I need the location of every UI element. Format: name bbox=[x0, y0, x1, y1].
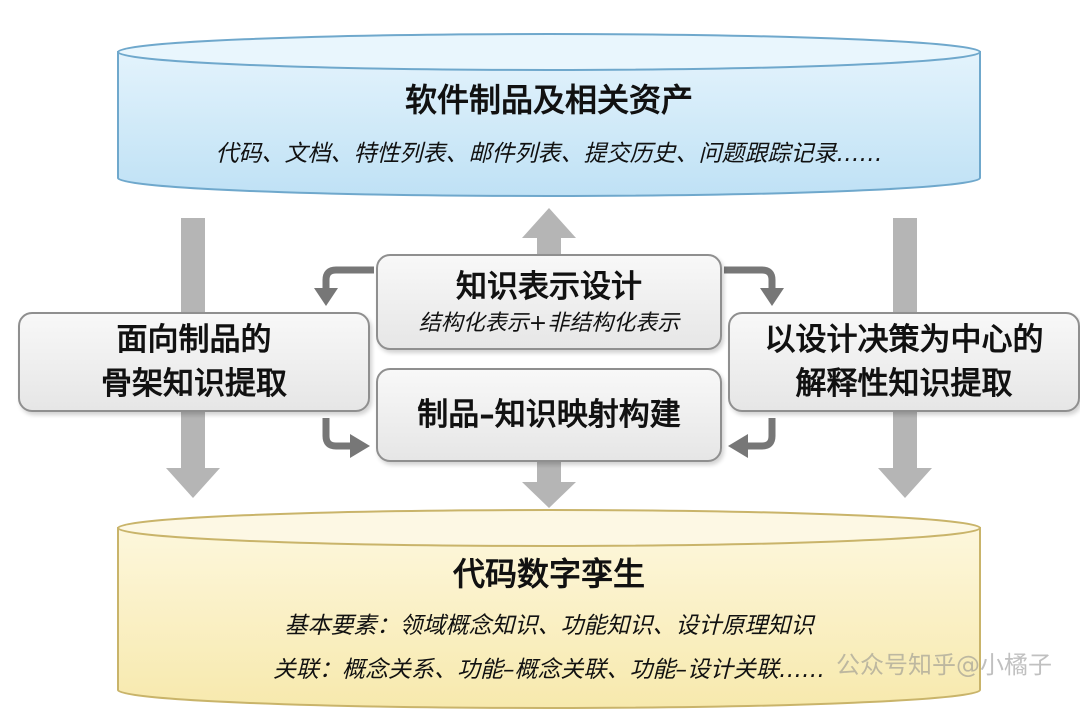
flow-arrowhead-bottom-right bbox=[728, 434, 748, 458]
bottom-cylinder-lid bbox=[117, 509, 981, 547]
bottom-cylinder-body bbox=[117, 527, 981, 709]
artifact-knowledge-mapping-title: 制品–知识映射构建 bbox=[417, 397, 681, 433]
center-down-arrow bbox=[522, 458, 576, 508]
bottom-cylinder-title: 代码数字孪生 bbox=[452, 555, 645, 593]
flow-arrow-bottom-right bbox=[746, 418, 776, 450]
knowledge-representation-box: 知识表示设计 结构化表示+非结构化表示 bbox=[376, 254, 722, 350]
top-cylinder-title: 软件制品及相关资产 bbox=[404, 81, 693, 119]
top-cylinder-lid bbox=[117, 33, 981, 71]
watermark: 公众号知乎@小橘子 bbox=[836, 651, 1052, 679]
knowledge-representation-title: 知识表示设计 bbox=[456, 269, 642, 305]
explanatory-knowledge-line2: 解释性知识提取 bbox=[795, 366, 1013, 402]
skeleton-knowledge-line2: 骨架知识提取 bbox=[101, 366, 287, 402]
flow-arrow-bottom-left bbox=[322, 418, 352, 450]
bottom-cylinder-line1: 基本要素：领域概念知识、功能知识、设计原理知识 bbox=[284, 613, 814, 639]
skeleton-knowledge-box: 面向制品的 骨架知识提取 bbox=[18, 312, 370, 412]
skeleton-knowledge-line1: 面向制品的 bbox=[116, 322, 272, 358]
bottom-cylinder-line2: 关联：概念关系、功能–概念关联、功能–设计关联…… bbox=[273, 657, 825, 683]
center-up-arrow bbox=[522, 208, 576, 262]
flow-arrowhead-top-left bbox=[314, 288, 338, 306]
knowledge-representation-subtitle: 结构化表示+非结构化表示 bbox=[418, 311, 680, 336]
top-cylinder-body bbox=[117, 51, 981, 197]
flow-arrow-top-right bbox=[724, 266, 776, 290]
top-cylinder bbox=[117, 33, 981, 197]
flow-arrowhead-top-right bbox=[760, 288, 784, 306]
bottom-cylinder bbox=[117, 509, 981, 709]
flow-arrow-top-left bbox=[322, 266, 374, 290]
top-cylinder-subtitle: 代码、文档、特性列表、邮件列表、提交历史、问题跟踪记录…… bbox=[215, 141, 883, 167]
artifact-knowledge-mapping-box: 制品–知识映射构建 bbox=[376, 368, 722, 462]
explanatory-knowledge-line1: 以设计决策为中心的 bbox=[764, 322, 1044, 358]
flow-arrowhead-bottom-left bbox=[350, 434, 370, 458]
explanatory-knowledge-box: 以设计决策为中心的 解释性知识提取 bbox=[728, 312, 1080, 412]
